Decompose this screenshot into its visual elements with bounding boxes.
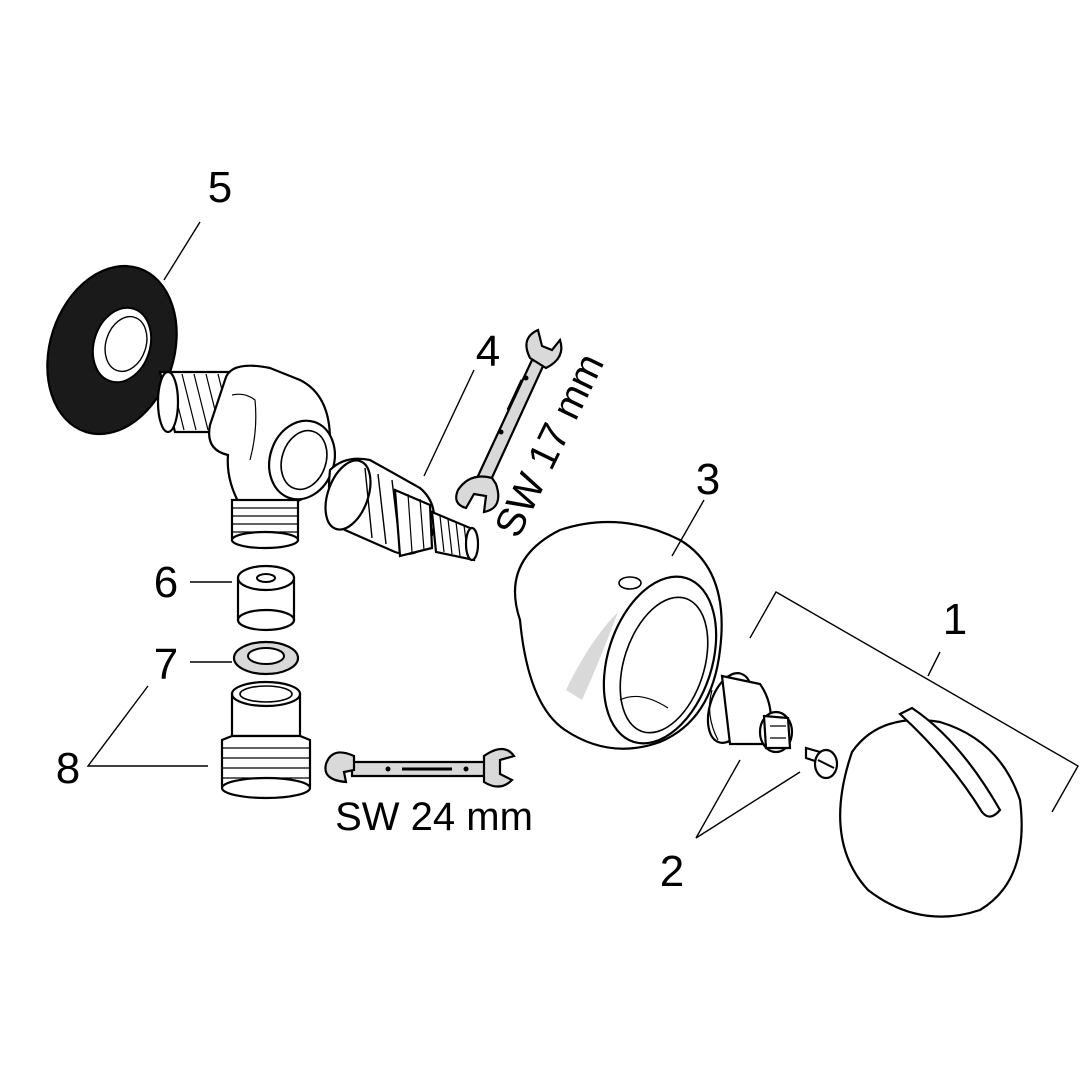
- connector-part-8: [220, 680, 312, 800]
- leader-2: [695, 759, 801, 839]
- callout-7: 7: [154, 640, 178, 689]
- valve-body: [156, 364, 336, 550]
- callout-8: 8: [56, 744, 80, 793]
- cover-sleeve-part-3: [513, 520, 723, 750]
- callout-4: 4: [476, 327, 500, 376]
- callout-5: 5: [208, 163, 232, 212]
- bracket-1: [749, 591, 1079, 813]
- callout-2: 2: [660, 847, 684, 896]
- handle-part-1: [839, 706, 1023, 918]
- callout-6: 6: [154, 558, 178, 607]
- wrench-size-sw24-label: SW 24 mm: [335, 795, 533, 839]
- rosette-part-5: [46, 264, 178, 436]
- wrench-sw24-icon: [324, 747, 516, 788]
- callout-numbers: 5 4 3 1 6 7 8 2: [56, 163, 967, 896]
- screw-part-2: [804, 746, 839, 780]
- callout-1: 1: [943, 595, 967, 644]
- leader-lines: [86, 221, 1079, 839]
- wrench-sw17-icon: [455, 328, 563, 514]
- washer-part-7: [232, 640, 300, 676]
- cartridge-part-4: [324, 457, 480, 562]
- callout-3: 3: [696, 455, 720, 504]
- leader-4: [423, 369, 475, 477]
- adapter-part-2: [706, 672, 794, 754]
- leader-5: [163, 221, 201, 281]
- leader-1: [927, 651, 941, 677]
- check-valve-part-6: [236, 564, 296, 632]
- leader-8: [86, 685, 208, 767]
- leader-3: [671, 499, 705, 557]
